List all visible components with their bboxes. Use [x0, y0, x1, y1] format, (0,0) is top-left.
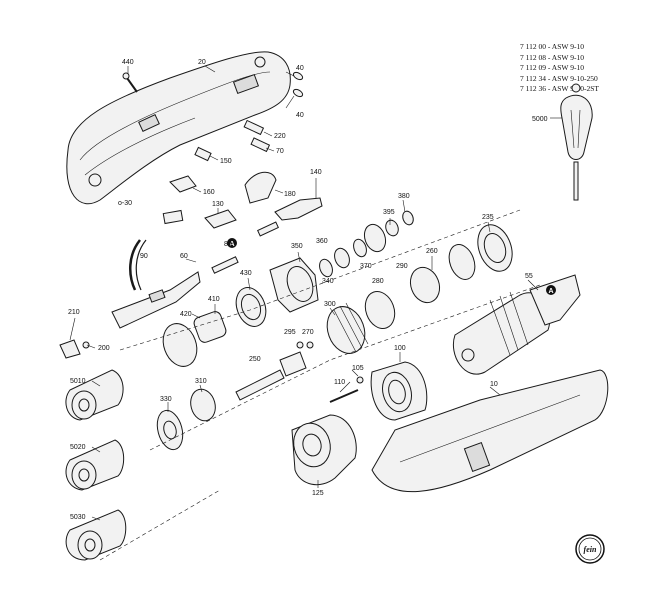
part-label-100: 100 — [394, 345, 406, 352]
model-list: 7 112 00 - ASW 9-10 7 112 08 - ASW 9-10 … — [520, 42, 599, 95]
block-130-part — [204, 209, 237, 229]
part-labels: 440 20 40 40 220 70 150 160 o-30 180 140… — [68, 59, 548, 521]
part-label-40: 40 — [296, 112, 304, 119]
part-label-235: 235 — [482, 214, 494, 221]
strip-80b-part — [257, 221, 279, 237]
part-label-5020: 5020 — [70, 444, 86, 451]
part-label-270: 270 — [302, 329, 314, 336]
part-label-280: 280 — [372, 278, 384, 285]
part-label-210: 210 — [68, 309, 80, 316]
attachment-5020-part — [65, 439, 125, 491]
latch-180-part — [244, 171, 277, 204]
part-label-350: 350 — [291, 243, 303, 250]
part-label-20: 20 — [198, 59, 206, 66]
part-label-250: 250 — [249, 356, 261, 363]
part-label-105: 105 — [352, 365, 364, 372]
part-label-140: 140 — [310, 169, 322, 176]
model-item: 7 112 08 - ASW 9-10 — [520, 52, 584, 62]
reference-marker-a-text: A — [548, 288, 553, 295]
reference-marker-a-text: A — [229, 241, 234, 248]
gear-310-part — [190, 388, 216, 422]
part-label-180: 180 — [284, 191, 296, 198]
part-label-130: 130 — [212, 201, 224, 208]
part-label-395: 395 — [383, 209, 395, 216]
part-label-55: 55 — [525, 273, 533, 280]
model-item: 7 112 09 - ASW 9-10 — [520, 63, 584, 72]
part-label-60: 60 — [180, 253, 188, 260]
part-label-5000: 5000 — [532, 116, 548, 123]
part-label-360: 360 — [316, 238, 328, 245]
part-label-410: 410 — [208, 296, 220, 303]
model-item: 7 112 36 - ASW 9-10-2ST — [520, 84, 599, 93]
pad-150-part — [194, 146, 212, 162]
screwdriver-5000-part — [560, 83, 593, 201]
motor-55-part — [453, 274, 581, 375]
part-label-430: 430 — [240, 270, 252, 277]
part-label-310: 310 — [195, 378, 207, 385]
fein-logo: fein — [575, 534, 605, 564]
gear-housing-100-part — [370, 361, 428, 421]
part-label-290: 290 — [396, 263, 408, 270]
reference-marker-a — [546, 285, 556, 295]
part-label-420: 420 — [180, 311, 192, 318]
reference-marker-a — [227, 238, 237, 248]
part-label-370: 370 — [360, 263, 372, 270]
screw-440-part — [122, 72, 138, 93]
gear-head-125-part — [291, 414, 357, 486]
housing-half-part — [66, 51, 291, 205]
part-label-30: o-30 — [118, 200, 132, 207]
washer-105-part — [356, 376, 364, 384]
strip-80a-part — [211, 256, 239, 274]
part-label-380: 380 — [398, 193, 410, 200]
part-label-40: 40 — [296, 65, 304, 72]
leader-lines — [69, 65, 562, 521]
connector-30-part — [162, 209, 184, 225]
model-item: 7 112 00 - ASW 9-10 — [520, 42, 584, 51]
part-label-160: 160 — [203, 189, 215, 196]
shaft-250-part — [235, 341, 314, 401]
pin-40-part — [292, 71, 304, 98]
part-label-150: 150 — [220, 158, 232, 165]
part-label-200: 200 — [98, 345, 110, 352]
fein-logo-text: fein — [584, 545, 597, 554]
part-label-70: 70 — [276, 148, 284, 155]
attachment-5030-part — [65, 509, 127, 561]
gear-stack-parts — [162, 210, 513, 367]
part-label-10: 10 — [490, 381, 498, 388]
part-label-300: 300 — [324, 301, 336, 308]
part-label-5030: 5030 — [70, 514, 86, 521]
screw-110-part — [329, 389, 359, 403]
model-item: 7 112 34 - ASW 9-10-250 — [520, 73, 598, 83]
switch-160-part — [169, 175, 197, 193]
part-label-90: 90 — [140, 253, 148, 260]
slider-140-part — [274, 197, 323, 221]
part-label-80: 80 — [224, 241, 232, 248]
pad-70-part — [250, 137, 271, 153]
part-label-295: 295 — [284, 329, 296, 336]
attachment-5010-part — [65, 369, 124, 421]
part-label-340: 340 — [322, 278, 334, 285]
part-label-330: 330 — [160, 396, 172, 403]
part-label-440: 440 — [122, 59, 134, 66]
trigger-210-part — [59, 339, 81, 359]
part-label-5010: 5010 — [70, 378, 86, 385]
handle-shell-10-part — [371, 369, 609, 493]
pad-220-part — [243, 119, 265, 136]
part-label-260: 260 — [426, 248, 438, 255]
part-label-220: 220 — [274, 133, 286, 140]
part-label-125: 125 — [312, 490, 324, 497]
part-label-110: 110 — [334, 379, 345, 386]
